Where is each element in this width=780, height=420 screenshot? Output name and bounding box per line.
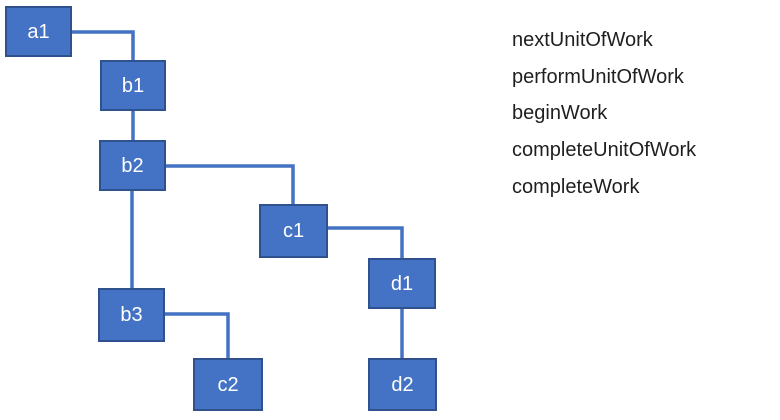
function-list: nextUnitOfWork performUnitOfWork beginWork… — [512, 22, 696, 206]
tree-node-a1: a1 — [5, 6, 72, 57]
tree-node-label: b3 — [120, 304, 143, 326]
function-list-item: beginWork — [512, 102, 608, 125]
tree-node-label: b1 — [121, 74, 145, 97]
tree-node-c2: c2 — [193, 358, 263, 411]
tree-node-label: d1 — [390, 272, 414, 295]
function-list-item: completeUnitOfWork — [512, 139, 697, 162]
tree-node-d2: d2 — [368, 358, 437, 411]
edge-b3-c2 — [165, 312, 230, 358]
tree-node-label: c2 — [217, 373, 239, 396]
tree-node-b3: b3 — [98, 288, 165, 342]
tree-node-label: a1 — [27, 20, 50, 43]
function-list-item: performUnitOfWork — [512, 65, 684, 88]
edge-c1-d1 — [328, 226, 404, 258]
tree-node-c1: c1 — [259, 204, 328, 258]
tree-node-label: b2 — [121, 154, 144, 177]
tree-node-d1: d1 — [368, 258, 436, 309]
edge-a1-b1 — [72, 30, 135, 60]
tree-node-label: d2 — [391, 373, 414, 396]
tree-node-label: c1 — [282, 220, 305, 242]
tree-node-b2: b2 — [99, 140, 166, 191]
function-list-item: nextUnitOfWork — [512, 29, 653, 51]
function-list-item: completeWork — [512, 175, 640, 198]
edge-b2-c1 — [166, 164, 295, 204]
tree-node-b1: b1 — [100, 60, 166, 111]
